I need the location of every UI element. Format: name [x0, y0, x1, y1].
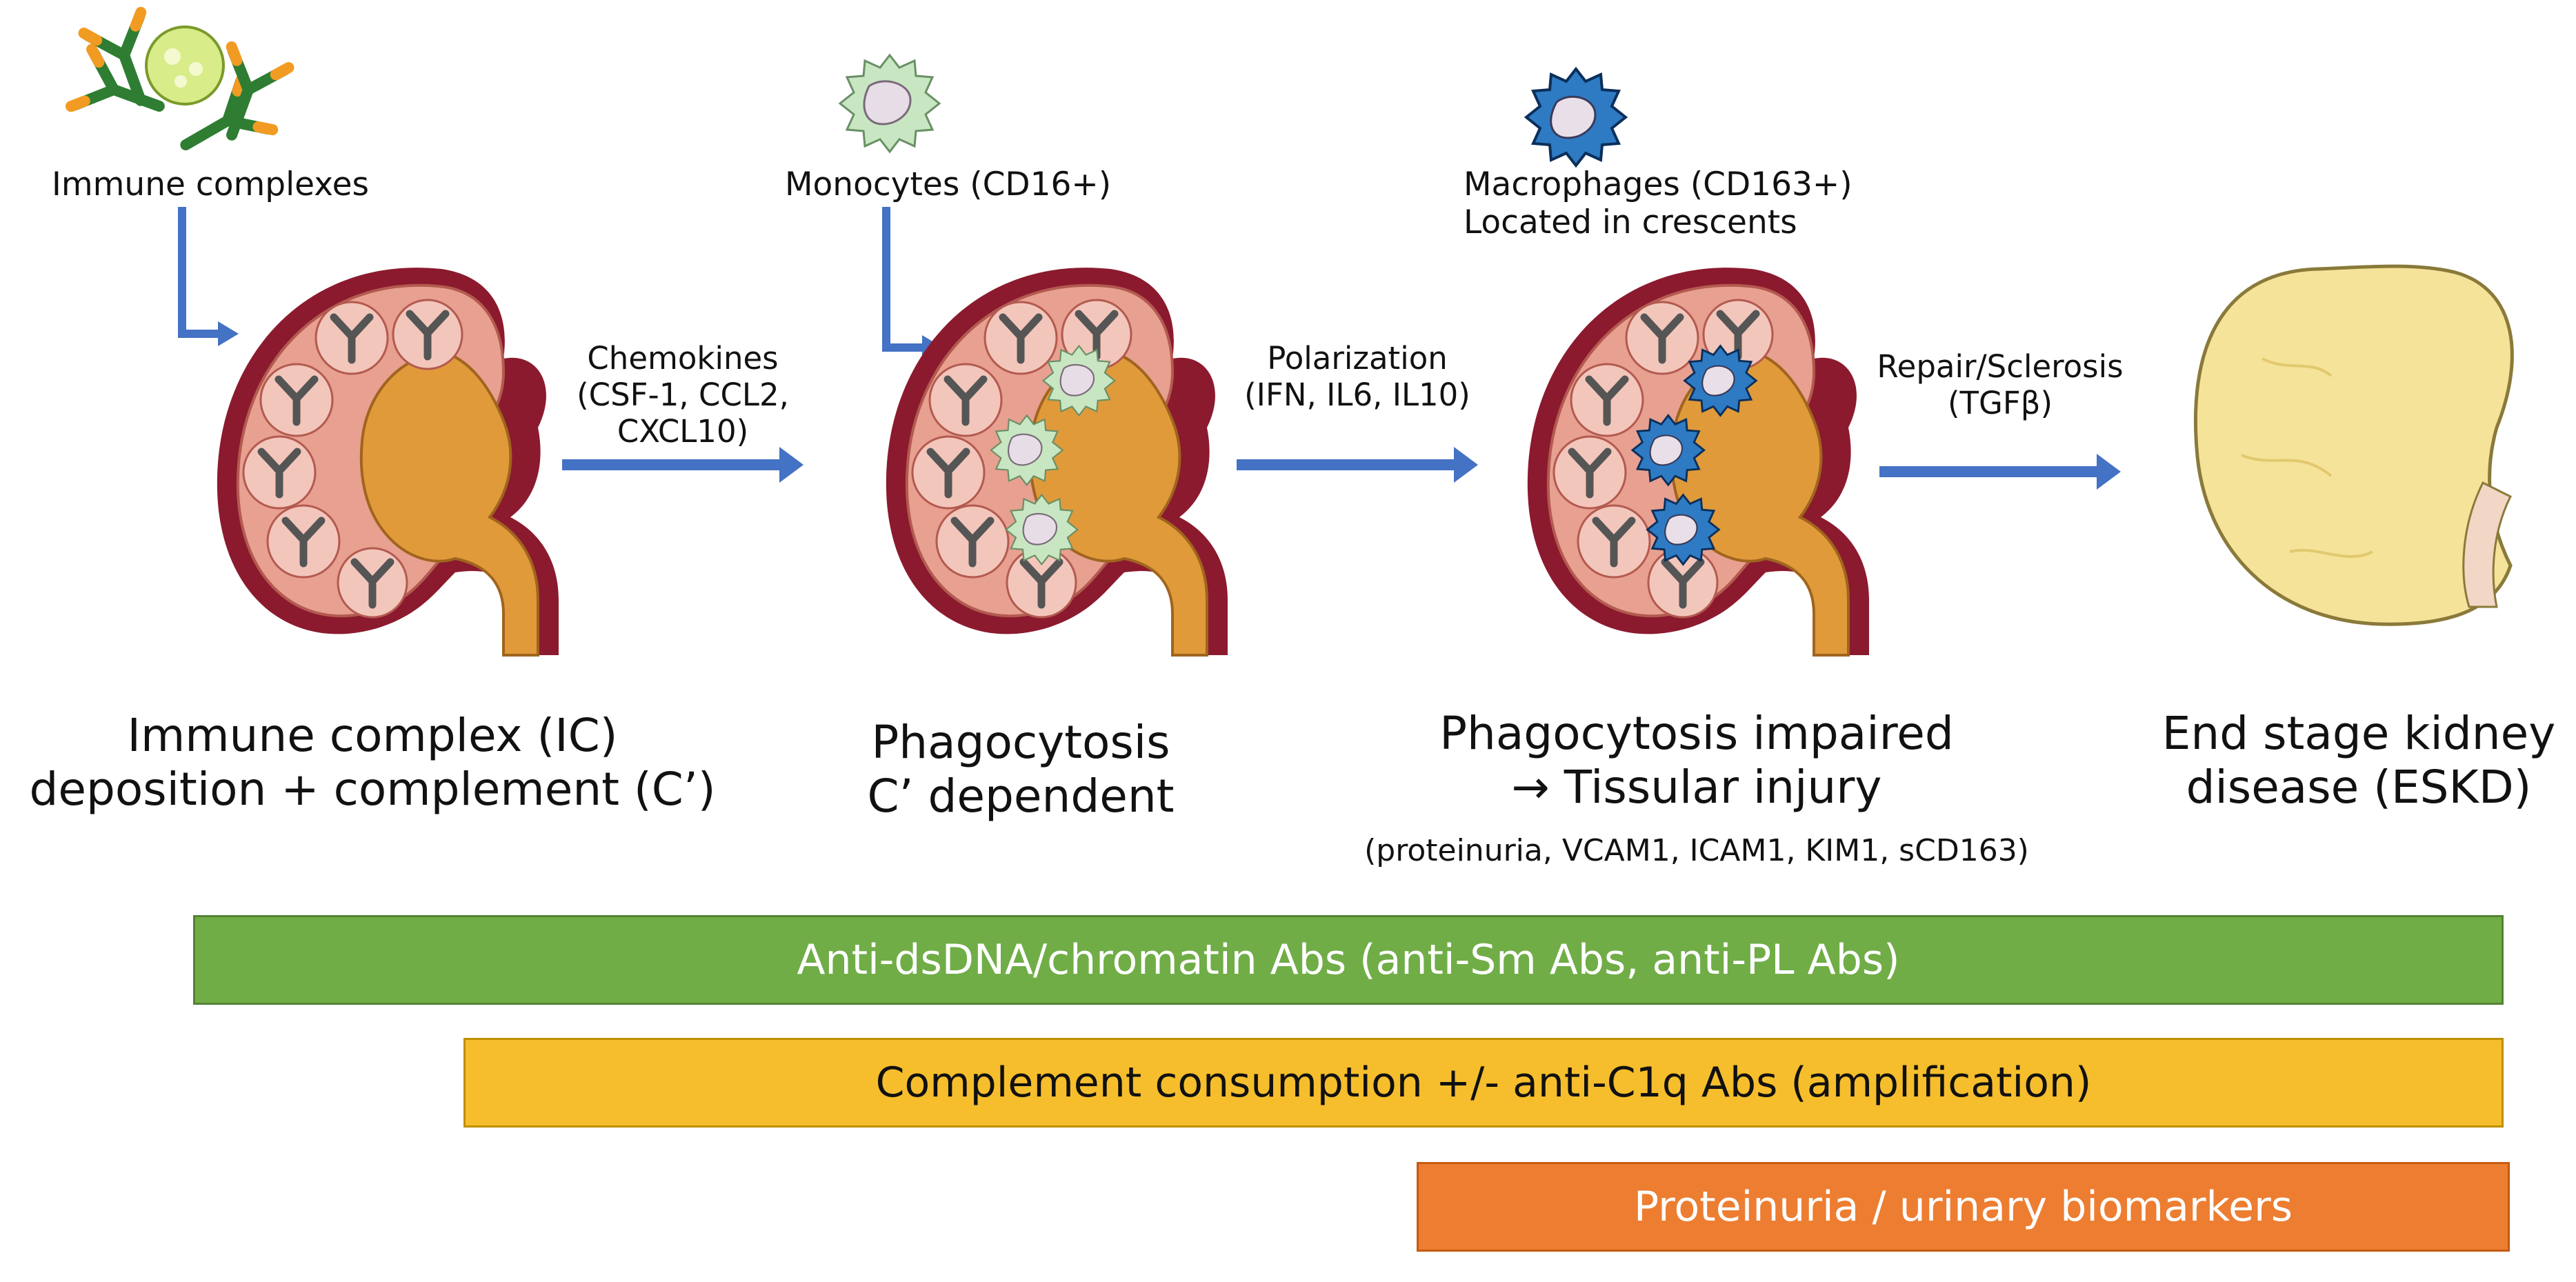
arrow-chemokines — [562, 447, 803, 483]
kidney-eskd — [2193, 264, 2514, 626]
chemokines-label: Chemokines (CSF-1, CCL2, CXCL10) — [545, 340, 821, 450]
stage4-line1: End stage kidney — [2161, 707, 2556, 760]
monocytes-label: Monocytes (CD16+) — [785, 166, 1112, 203]
bar-complement-consumption: Complement consumption +/- anti-C1q Abs … — [463, 1038, 2504, 1128]
macrophages-label: Macrophages (CD163+) Located in crescent… — [1464, 166, 1853, 242]
stage3-line2: → Tissular injury — [1511, 760, 1882, 814]
stage1-title: Immune complex (IC) deposition + complem… — [14, 709, 731, 817]
macrophages-label-line1: Macrophages (CD163+) — [1464, 166, 1853, 203]
immune-complexes-label: Immune complexes — [52, 166, 369, 203]
macrophage-icon — [1525, 68, 1627, 167]
stage4-title: End stage kidney disease (ESKD) — [2152, 707, 2566, 814]
stage3-subtitle: (proteinuria, VCAM1, ICAM1, KIM1, sCD163… — [1364, 833, 2029, 868]
repair-label: Repair/Sclerosis (TGFβ) — [1862, 348, 2138, 421]
repair-line1: Repair/Sclerosis — [1877, 348, 2124, 385]
stage3-title: Phagocytosis impaired → Tissular injury — [1352, 707, 2041, 814]
stage2-title: Phagocytosis C’ dependent — [814, 716, 1228, 823]
monocyte-icon — [839, 54, 941, 153]
elbow-arrow-immune — [178, 207, 239, 346]
kidney-ic-deposition — [217, 268, 559, 655]
macrophages-label-line2: Located in crescents — [1464, 203, 1797, 242]
stage2-line1: Phagocytosis — [871, 716, 1170, 769]
arrow-polarization — [1237, 447, 1478, 483]
immune-complexes-icon — [71, 12, 288, 171]
stage1-line1: Immune complex (IC) — [127, 709, 618, 762]
arrow-repair — [1879, 454, 2121, 490]
repair-line2: (TGFβ) — [1947, 385, 2053, 422]
kidney-phagocytosis — [886, 268, 1228, 655]
elbow-arrow-monocyte — [882, 207, 943, 360]
bar-proteinuria: Proteinuria / urinary biomarkers — [1417, 1162, 2510, 1252]
stage2-line2: C’ dependent — [867, 769, 1175, 823]
stage4-line2: disease (ESKD) — [2186, 760, 2532, 814]
chemokines-line3: CXCL10) — [617, 413, 749, 450]
chemokines-line1: Chemokines — [587, 340, 779, 377]
polarization-line2: (IFN, IL6, IL10) — [1244, 377, 1470, 414]
polarization-line1: Polarization — [1267, 340, 1448, 377]
polarization-label: Polarization (IFN, IL6, IL10) — [1219, 340, 1495, 413]
kidney-tissular-injury — [1528, 268, 1869, 655]
bar-anti-dsdna: Anti-dsDNA/chromatin Abs (anti-Sm Abs, a… — [193, 915, 2504, 1005]
chemokines-line2: (CSF-1, CCL2, — [577, 377, 789, 414]
stage1-line2: deposition + complement (C’) — [29, 762, 716, 816]
stage3-line1: Phagocytosis impaired — [1439, 707, 1954, 760]
